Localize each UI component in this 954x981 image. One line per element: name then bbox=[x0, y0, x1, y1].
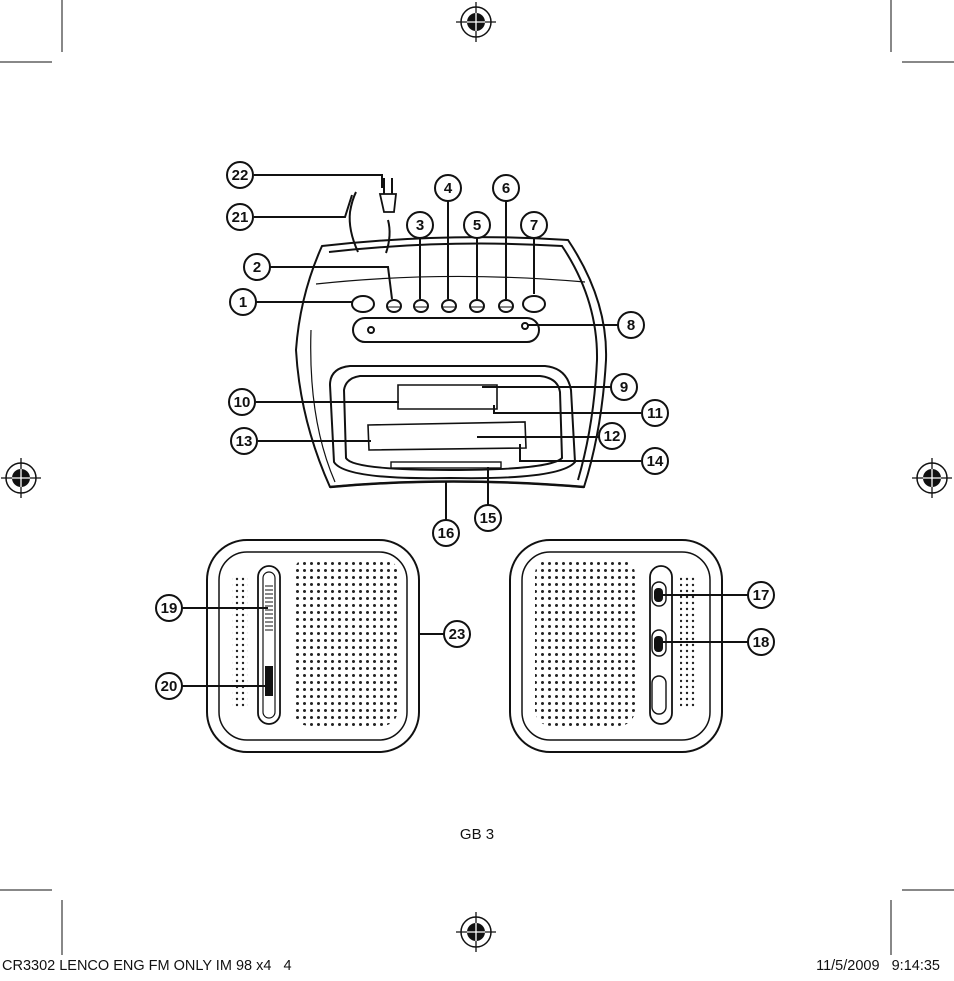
callout-number: 16 bbox=[438, 525, 455, 542]
callout-3: 3 bbox=[406, 211, 434, 239]
callout-21: 21 bbox=[226, 203, 254, 231]
callout-9: 9 bbox=[610, 373, 638, 401]
callout-number: 3 bbox=[416, 217, 424, 234]
callout-number: 10 bbox=[234, 394, 251, 411]
callout-number: 5 bbox=[473, 217, 481, 234]
callout-22: 22 bbox=[226, 161, 254, 189]
callout-circle bbox=[443, 620, 471, 648]
callout-number: 4 bbox=[444, 180, 453, 197]
callout-1: 1 bbox=[229, 288, 257, 316]
callout-16: 16 bbox=[432, 519, 460, 547]
callout-number: 22 bbox=[232, 167, 249, 184]
callout-18: 18 bbox=[747, 628, 775, 656]
callout-circle bbox=[228, 388, 256, 416]
callout-circle bbox=[229, 288, 257, 316]
callout-circle bbox=[747, 581, 775, 609]
callout-circle bbox=[492, 174, 520, 202]
callout-circle bbox=[226, 203, 254, 231]
leader-lines bbox=[182, 174, 748, 687]
speaker-left bbox=[206, 539, 420, 753]
speaker-right bbox=[509, 539, 723, 753]
callout-circle bbox=[747, 628, 775, 656]
callout-5: 5 bbox=[463, 211, 491, 239]
radio-front-view bbox=[294, 178, 608, 489]
callout-circle bbox=[432, 519, 460, 547]
callout-circle bbox=[641, 447, 669, 475]
callout-7: 7 bbox=[520, 211, 548, 239]
callout-10: 10 bbox=[228, 388, 256, 416]
page-label: GB 3 bbox=[459, 826, 495, 843]
callout-circle bbox=[155, 672, 183, 700]
callout-circle bbox=[230, 427, 258, 455]
callout-14: 14 bbox=[641, 447, 669, 475]
callout-15: 15 bbox=[474, 504, 502, 532]
callout-circle bbox=[610, 373, 638, 401]
footer-timestamp: 11/5/2009 9:14:35 bbox=[816, 958, 940, 974]
callout-number: 2 bbox=[253, 259, 261, 276]
callout-number: 1 bbox=[239, 294, 247, 311]
callout-13: 13 bbox=[230, 427, 258, 455]
callout-number: 17 bbox=[753, 587, 770, 604]
callout-circle bbox=[463, 211, 491, 239]
callout-11: 11 bbox=[641, 399, 669, 427]
callout-number: 23 bbox=[449, 626, 466, 643]
callout-4: 4 bbox=[434, 174, 462, 202]
callout-number: 12 bbox=[604, 428, 621, 445]
callout-circle bbox=[598, 422, 626, 450]
callout-number: 8 bbox=[627, 317, 635, 334]
callout-circle bbox=[617, 311, 645, 339]
crop-mark-icon bbox=[0, 0, 954, 955]
footer-file-info: CR3302 LENCO ENG FM ONLY IM 98 x4 4 bbox=[2, 958, 292, 974]
callout-number: 14 bbox=[647, 453, 664, 470]
callout-circle bbox=[406, 211, 434, 239]
callout-23: 23 bbox=[443, 620, 471, 648]
callout-8: 8 bbox=[617, 311, 645, 339]
callout-circle bbox=[474, 504, 502, 532]
callout-number: 13 bbox=[236, 433, 253, 450]
callout-6: 6 bbox=[492, 174, 520, 202]
callout-number: 6 bbox=[502, 180, 510, 197]
callout-circle bbox=[520, 211, 548, 239]
callout-circle bbox=[226, 161, 254, 189]
callout-circle bbox=[434, 174, 462, 202]
callout-19: 19 bbox=[155, 594, 183, 622]
callout-circle bbox=[155, 594, 183, 622]
callout-number: 19 bbox=[161, 600, 178, 617]
callout-number: 11 bbox=[647, 405, 663, 422]
callout-circle bbox=[641, 399, 669, 427]
callout-number: 21 bbox=[232, 209, 249, 226]
callout-number: 15 bbox=[480, 510, 497, 527]
callout-12: 12 bbox=[598, 422, 626, 450]
callout-number: 7 bbox=[530, 217, 538, 234]
registration-mark-icon bbox=[0, 1, 953, 953]
callout-2: 2 bbox=[243, 253, 271, 281]
callout-number: 20 bbox=[161, 678, 178, 695]
callout-circle bbox=[243, 253, 271, 281]
callout-number: 18 bbox=[753, 634, 770, 651]
callout-number: 9 bbox=[620, 379, 628, 396]
callout-17: 17 bbox=[747, 581, 775, 609]
callout-20: 20 bbox=[155, 672, 183, 700]
